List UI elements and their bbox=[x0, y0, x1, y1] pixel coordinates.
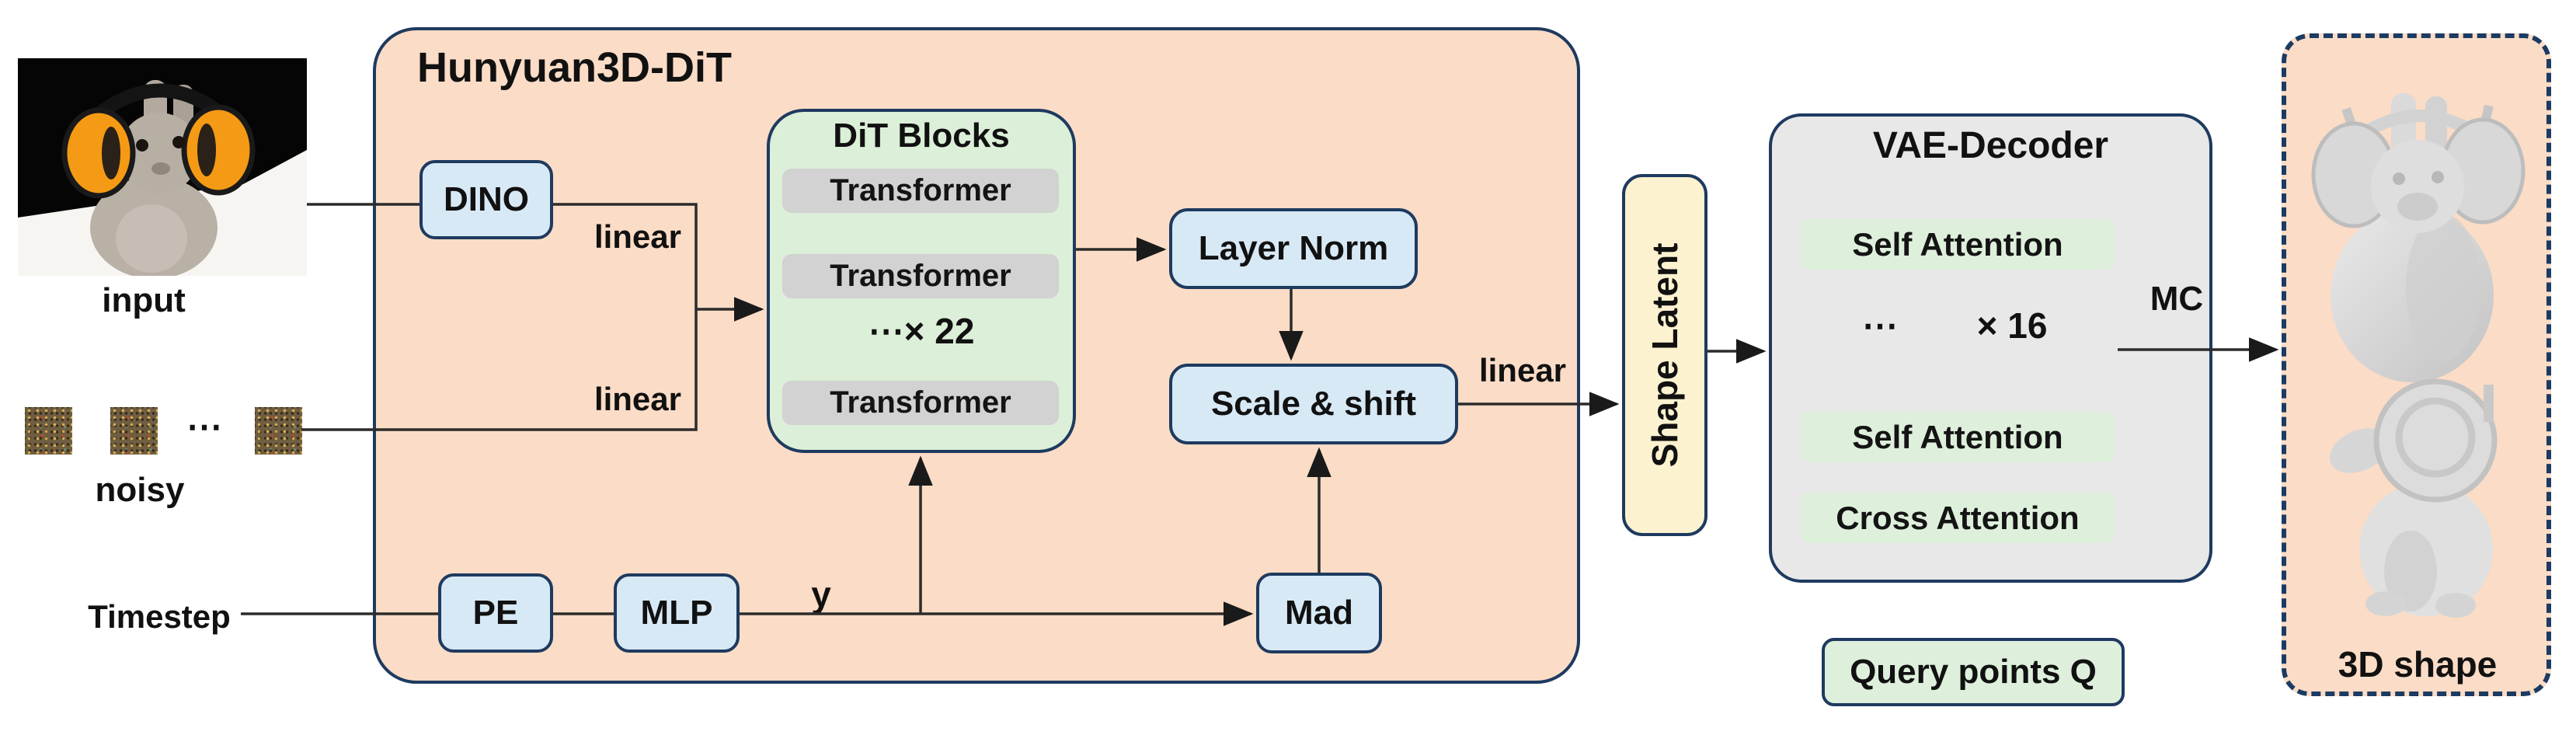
noisy-label: noisy bbox=[95, 471, 185, 509]
timestep-label: Timestep bbox=[88, 598, 231, 635]
query-points-box: Query points Q bbox=[1822, 638, 2125, 706]
mlp-box: MLP bbox=[614, 573, 740, 653]
mad-box: Mad bbox=[1256, 573, 1382, 653]
linear-out-label: linear bbox=[1478, 352, 1567, 388]
pe-box: PE bbox=[438, 573, 553, 653]
linear-bottom-label: linear bbox=[594, 381, 681, 417]
transformer-row-3: Transformer bbox=[782, 381, 1059, 425]
shape-latent-label: Shape Latent bbox=[1645, 242, 1685, 468]
output-3d-shape-label: 3D shape bbox=[2338, 644, 2498, 685]
output-rabbit-shape bbox=[2311, 93, 2526, 382]
self-attention-row-1: Self Attention bbox=[1801, 219, 2115, 270]
input-label: input bbox=[102, 281, 186, 319]
hunyuan3d-dit-title: Hunyuan3D-DiT bbox=[417, 44, 732, 91]
dit-repeat-label: ⋯× 22 bbox=[868, 311, 975, 351]
scale-shift-box: Scale & shift bbox=[1169, 364, 1458, 444]
mc-label: MC bbox=[2150, 280, 2204, 318]
layer-norm-box: Layer Norm bbox=[1169, 208, 1418, 289]
transformer-row-1: Transformer bbox=[782, 169, 1059, 213]
transformer-row-2: Transformer bbox=[782, 254, 1059, 298]
noisy-patch-3 bbox=[255, 407, 302, 455]
dino-box: DINO bbox=[419, 160, 553, 239]
noisy-dots: ⋯ bbox=[186, 406, 222, 447]
dit-blocks-title: DiT Blocks bbox=[833, 117, 1010, 155]
noisy-patch-2 bbox=[110, 407, 158, 455]
y-label: y bbox=[811, 574, 831, 615]
noisy-patch-1 bbox=[25, 407, 72, 455]
vae-decoder-title: VAE-Decoder bbox=[1872, 125, 2109, 166]
input-photo bbox=[18, 58, 307, 276]
shape-latent-box: Shape Latent bbox=[1622, 174, 1707, 536]
linear-top-label: linear bbox=[594, 218, 681, 255]
cross-attention-row: Cross Attention bbox=[1801, 493, 2115, 543]
output-dog-shape bbox=[2329, 378, 2498, 618]
self-attention-row-2: Self Attention bbox=[1801, 412, 2115, 462]
vae-repeat-times: × 16 bbox=[1976, 305, 2048, 346]
vae-repeat-dots: ⋯ bbox=[1862, 305, 1898, 346]
